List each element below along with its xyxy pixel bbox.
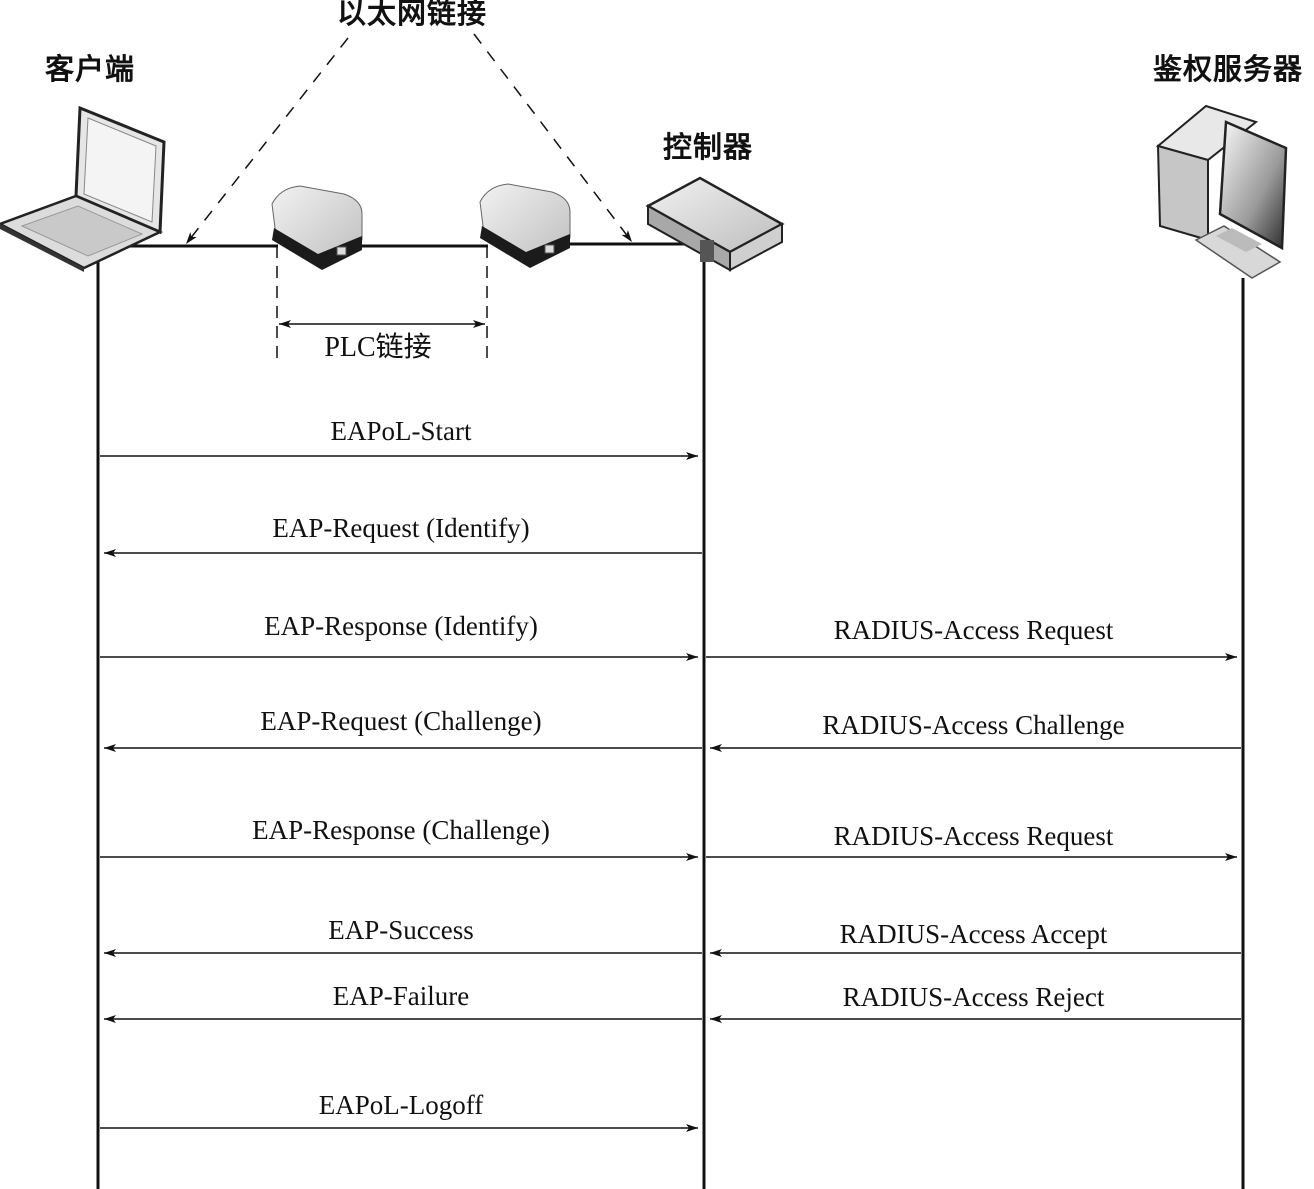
client-label: 客户端 [44,54,136,86]
auth-server-label: 鉴权服务器 [1152,54,1304,86]
plc-link-label: PLC链接 [324,332,432,363]
message-label: EAP-Response (Challenge) [252,815,550,845]
message-label: RADIUS-Access Challenge [822,710,1125,740]
ethernet-link-label: 以太网链接 [336,0,488,30]
message-label: EAP-Failure [332,981,470,1011]
message-label: EAP-Response (Identify) [264,611,538,641]
controller-box-icon [645,176,785,272]
plc-adapter-icon [479,183,571,268]
laptop-icon [0,105,166,272]
message-label: EAP-Request (Identify) [272,513,530,543]
message-label: RADIUS-Access Reject [842,982,1105,1012]
desktop-server-icon [1155,104,1288,279]
message-label: RADIUS-Access Request [833,821,1114,851]
controller-label: 控制器 [662,132,754,164]
plc-adapter-icon [271,185,363,270]
message-label: EAPoL-Logoff [318,1090,484,1120]
message-label: RADIUS-Access Accept [839,919,1108,949]
message-label: EAP-Request (Challenge) [260,706,542,736]
message-label: RADIUS-Access Request [833,615,1114,645]
message-label: EAPoL-Start [330,416,472,446]
message-label: EAP-Success [328,915,474,945]
